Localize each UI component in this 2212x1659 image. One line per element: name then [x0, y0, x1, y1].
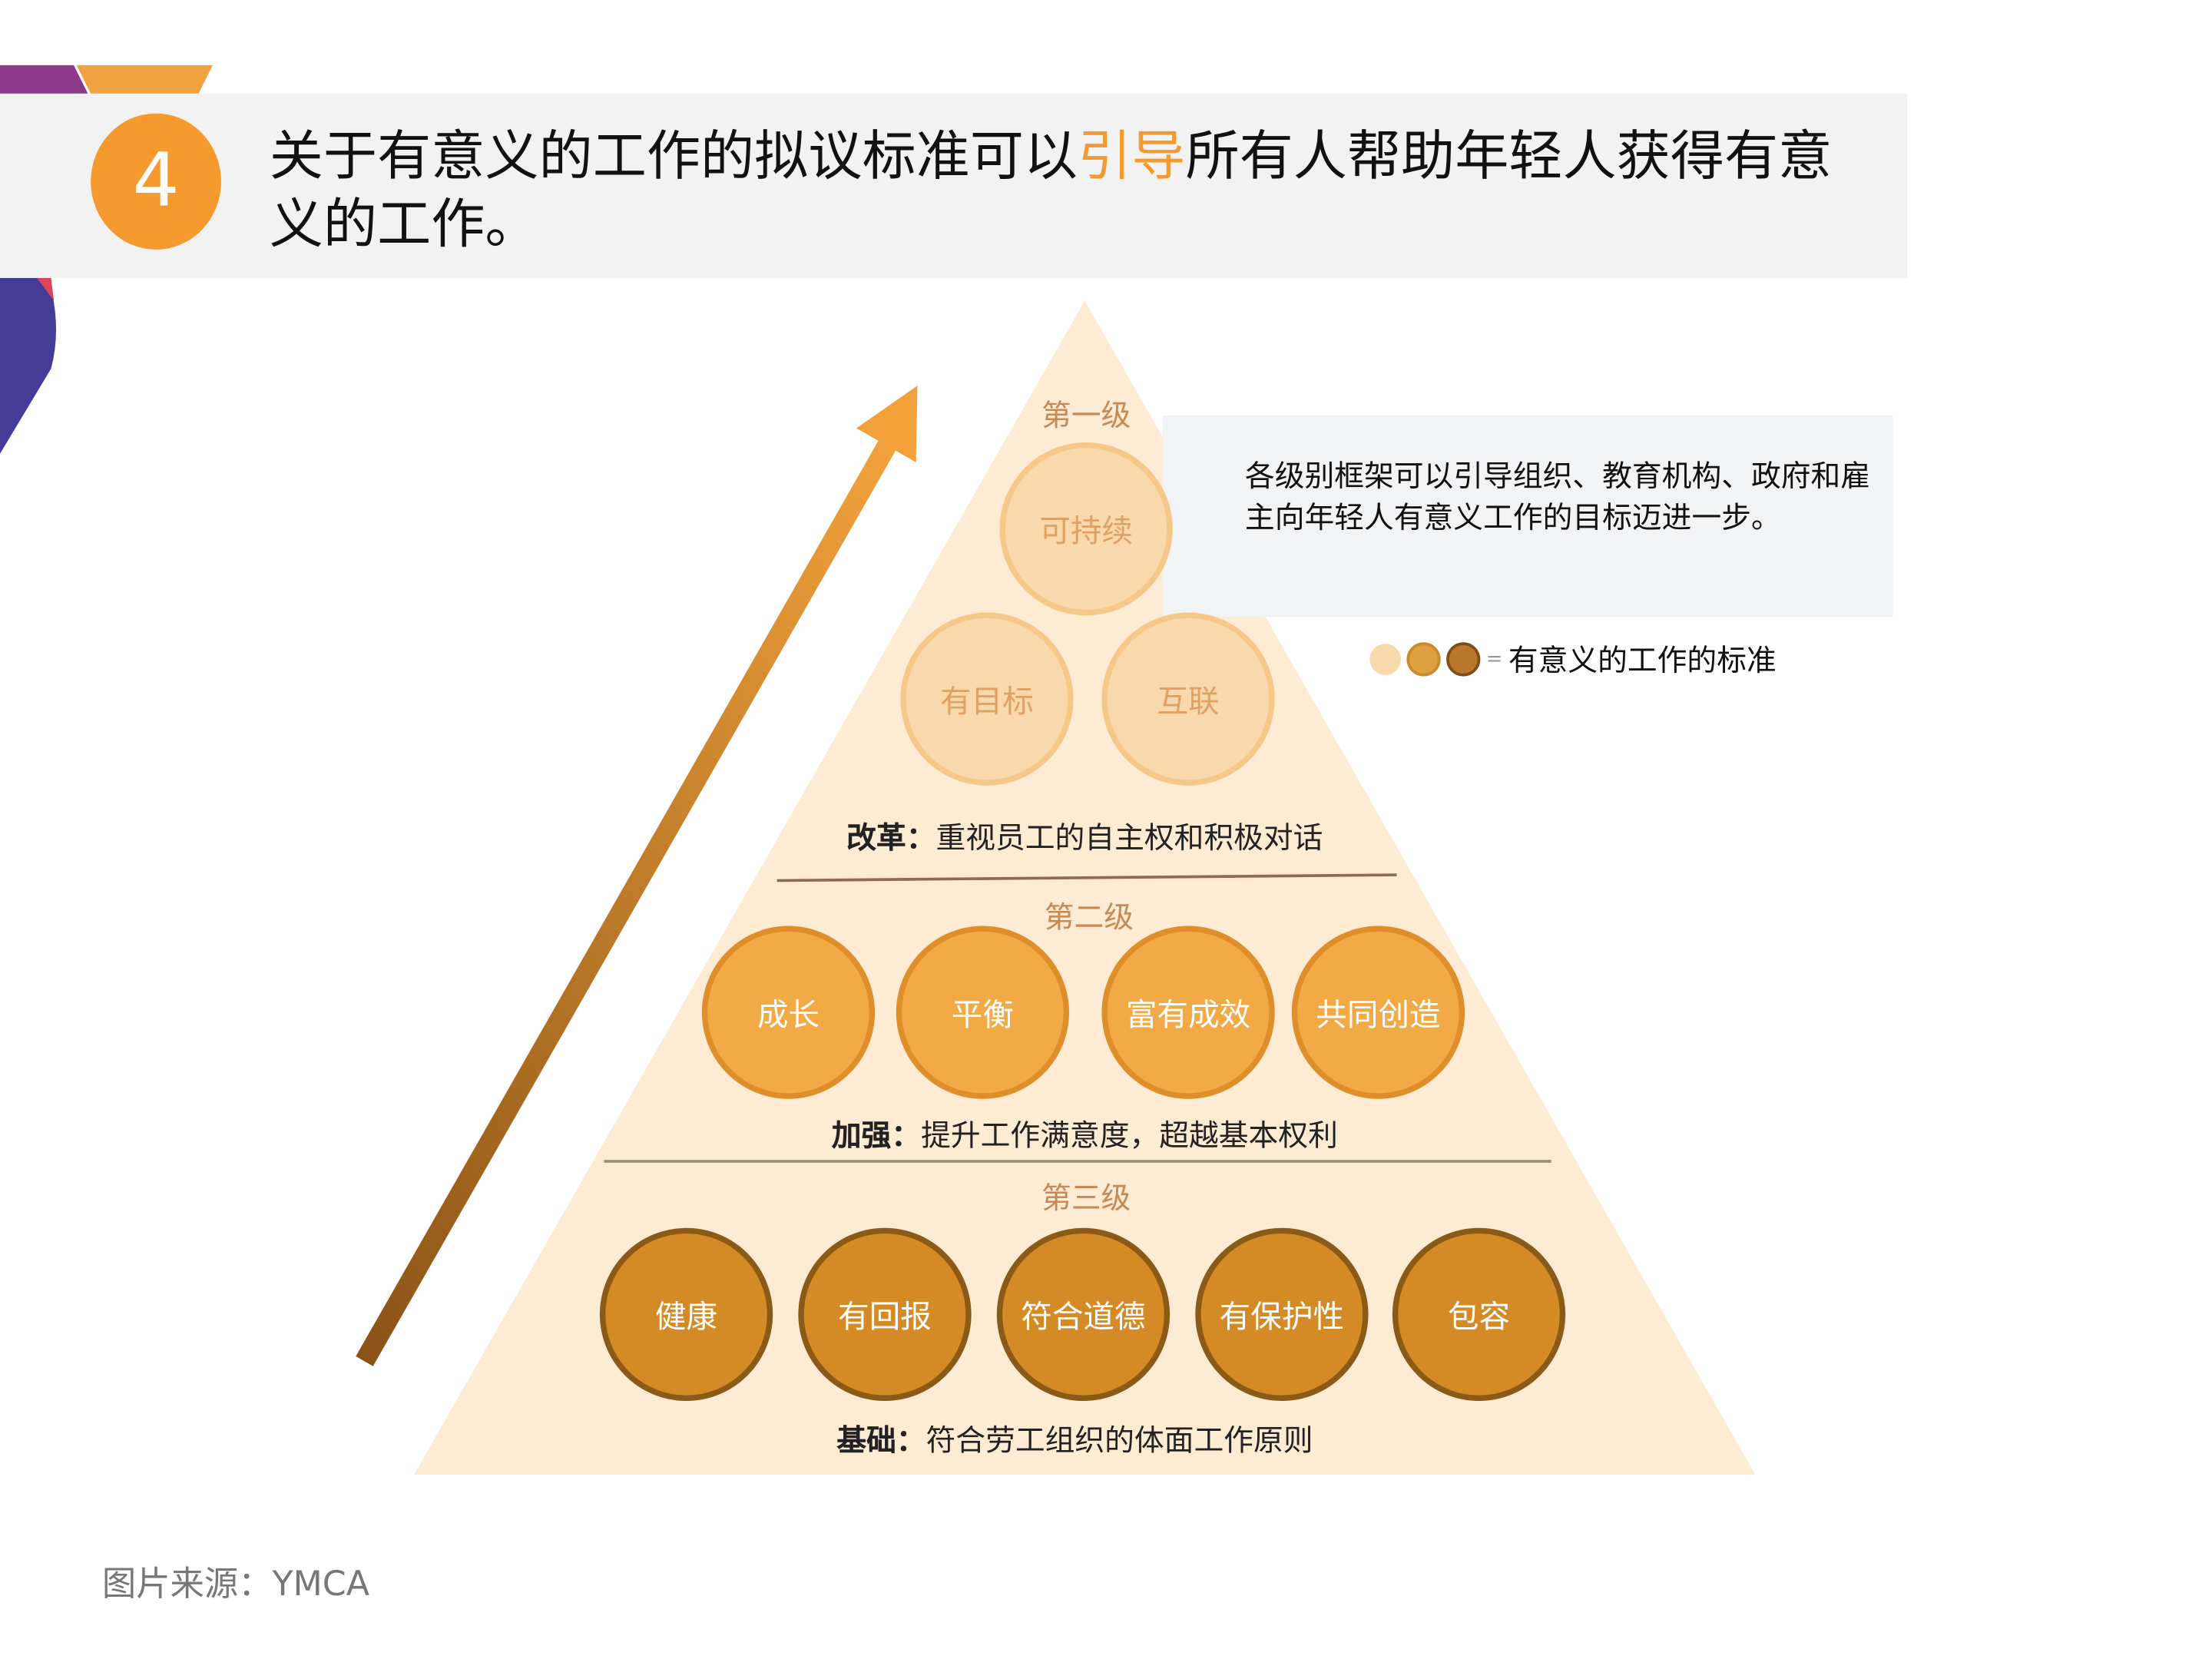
desc-bold: 基础：: [836, 1423, 926, 1458]
arrow-head: [856, 386, 918, 462]
desc-bold: 改革：: [846, 820, 936, 856]
criterion-circle: 健康: [599, 1227, 773, 1401]
note-text: 各级别框架可以引导组织、教育机构、政府和雇主向年轻人有意义工作的目标迈进一步。: [1244, 459, 1871, 535]
legend-dot-light: [1369, 644, 1401, 675]
title-part: 所有人帮助年轻人获得有意义的工作。: [269, 124, 1833, 256]
page-title: 关于有意义的工作的拟议标准可以引导所有人帮助年轻人获得有意义的工作。: [270, 122, 1858, 258]
desc-text: 符合劳工组织的体面工作原则: [926, 1423, 1313, 1458]
criterion-circle: 有保护性: [1195, 1227, 1369, 1401]
divider-1: [777, 873, 1397, 882]
step-number-badge: 4: [91, 113, 221, 250]
level-1-description: 改革：重视员工的自主权和积极对话: [588, 816, 1581, 858]
criterion-circle: 富有成效: [1101, 926, 1275, 1099]
note-box: [1162, 415, 1893, 618]
criterion-circle: 互联: [1101, 612, 1275, 786]
level-2-description: 加强：提升工作满意度，超越基本权利: [588, 1113, 1581, 1155]
deco-purple-stripe: [0, 65, 88, 94]
title-highlight: 引导: [1078, 124, 1186, 187]
criterion-circle: 包容: [1392, 1227, 1566, 1401]
criterion-circle: 共同创造: [1291, 926, 1465, 1099]
legend-equals: =: [1485, 647, 1503, 671]
level-1-label: 第一级: [1041, 398, 1131, 433]
arrow-shaft: [356, 434, 899, 1366]
level-3-description: 基础：符合劳工组织的体面工作原则: [578, 1418, 1571, 1460]
desc-text: 重视员工的自主权和积极对话: [935, 820, 1323, 856]
level-2-label: 第二级: [1044, 900, 1134, 935]
pyramid: [414, 300, 1756, 1475]
criterion-circle: 有目标: [900, 612, 1074, 786]
desc-bold: 加强：: [831, 1118, 922, 1153]
criterion-circle: 符合道德: [996, 1227, 1171, 1401]
title-part: 关于有意义的工作的拟议标准可以: [269, 124, 1078, 187]
criterion-circle: 平衡: [896, 926, 1069, 1099]
legend: = 有意义的工作的标准: [1369, 638, 1777, 680]
criterion-circle: 有回报: [798, 1227, 972, 1401]
legend-dot-medium: [1406, 642, 1441, 677]
deco-indigo-shape: [0, 277, 57, 454]
header-band: [0, 93, 1908, 278]
criterion-circle: 成长: [701, 926, 876, 1099]
deco-orange-stripe: [76, 65, 213, 94]
level-3-label: 第三级: [1041, 1181, 1131, 1216]
image-source: 图片来源：YMCA: [101, 1564, 370, 1604]
legend-label: 有意义的工作的标准: [1508, 644, 1777, 678]
legend-dot-dark: [1446, 642, 1481, 677]
criterion-circle: 可持续: [999, 442, 1173, 616]
desc-text: 提升工作满意度，超越基本权利: [921, 1118, 1338, 1153]
